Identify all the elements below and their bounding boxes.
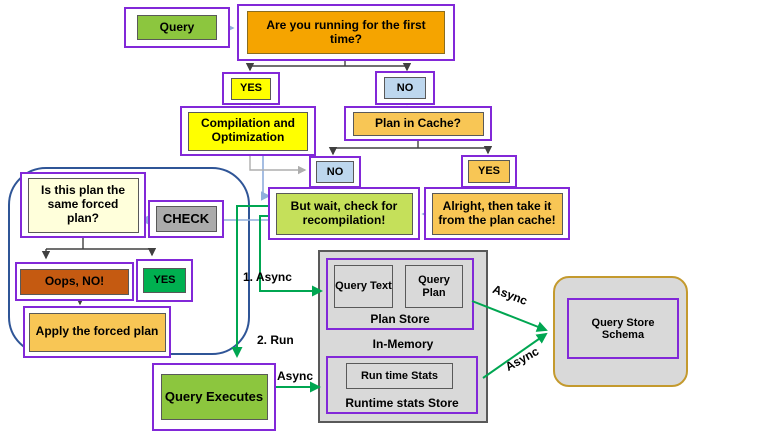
arrow-plancache-split xyxy=(333,141,488,149)
query-store-schema-container: Query Store Schema xyxy=(553,276,688,387)
query-text-box: Query Text xyxy=(334,265,393,308)
node-no-branch-label: NO xyxy=(384,77,426,99)
arrow-async-runtime-to-schema xyxy=(482,332,548,379)
node-but-wait-label: But wait, check for recompilation! xyxy=(275,192,413,235)
node-plan-in-cache-label: Plan in Cache? xyxy=(352,111,484,136)
node-no-cache-label: NO xyxy=(316,161,354,183)
node-check: CHECK xyxy=(148,200,224,238)
arrow-run-to-queryexecutes xyxy=(231,205,268,358)
arrow-compilation-to-nocache xyxy=(249,156,307,175)
edge-label-async-runtime: Async xyxy=(277,369,314,383)
arrow-firsttime-split xyxy=(250,61,407,67)
run-time-stats-box: Run time Stats xyxy=(346,363,453,389)
query-text-label: Query Text xyxy=(335,280,392,293)
node-yes-forced-label: YES xyxy=(143,268,186,293)
node-is-plan-forced-label: Is this plan the same forced plan? xyxy=(27,177,139,233)
node-plan-in-cache: Plan in Cache? xyxy=(344,106,492,141)
edge-label-async-schema-top: Async xyxy=(490,282,530,308)
node-apply-forced: Apply the forced plan xyxy=(23,306,171,358)
edge-label-async-plan: 1. Async xyxy=(243,270,292,284)
node-query-executes-label: Query Executes xyxy=(160,374,268,420)
node-but-wait: But wait, check for recompilation! xyxy=(268,187,420,240)
plan-store-label: Plan Store xyxy=(370,312,430,326)
node-alright: Alright, then take it from the plan cach… xyxy=(424,187,570,240)
node-oops-no: Oops, NO! xyxy=(15,262,134,301)
arrow-isplan-split xyxy=(46,238,152,250)
arrow-async-planstore-to-schema xyxy=(471,300,548,332)
arrow-compilation-to-butwait xyxy=(261,153,271,201)
node-yes-branch-label: YES xyxy=(231,77,271,100)
in-memory-label: In-Memory xyxy=(372,337,434,351)
query-store-schema-label: Query Store Schema xyxy=(591,316,655,341)
plan-store-box: Query Text Query Plan Plan Store xyxy=(326,258,474,330)
node-compilation: Compilation and Optimization xyxy=(180,106,316,156)
node-check-label: CHECK xyxy=(155,206,217,232)
node-yes-forced: YES xyxy=(136,259,193,302)
in-memory-container: Query Text Query Plan Plan Store In-Memo… xyxy=(318,250,488,423)
query-plan-label: Query Plan xyxy=(418,273,450,299)
node-first-time: Are you running for the first time? xyxy=(237,4,455,61)
node-oops-no-label: Oops, NO! xyxy=(20,268,129,295)
node-alright-label: Alright, then take it from the plan cach… xyxy=(431,192,563,235)
edge-label-run: 2. Run xyxy=(257,333,294,347)
runtime-stats-store-box: Run time Stats Runtime stats Store xyxy=(326,356,478,414)
node-no-branch: NO xyxy=(375,71,435,105)
query-store-schema-box: Query Store Schema xyxy=(567,298,679,359)
runtime-stats-store-label: Runtime stats Store xyxy=(345,396,459,410)
node-compilation-label: Compilation and Optimization xyxy=(188,111,308,151)
node-is-plan-forced: Is this plan the same forced plan? xyxy=(20,172,146,238)
arrow-async-to-planstore xyxy=(259,215,323,297)
edge-label-async-schema-bottom: Async xyxy=(502,344,542,374)
node-query: Query xyxy=(124,7,230,48)
node-first-time-label: Are you running for the first time? xyxy=(247,11,445,54)
run-time-stats-label: Run time Stats xyxy=(360,369,438,382)
node-query-executes: Query Executes xyxy=(152,363,276,431)
node-apply-forced-label: Apply the forced plan xyxy=(28,312,166,352)
node-query-label: Query xyxy=(137,15,217,40)
query-plan-box: Query Plan xyxy=(405,265,463,308)
